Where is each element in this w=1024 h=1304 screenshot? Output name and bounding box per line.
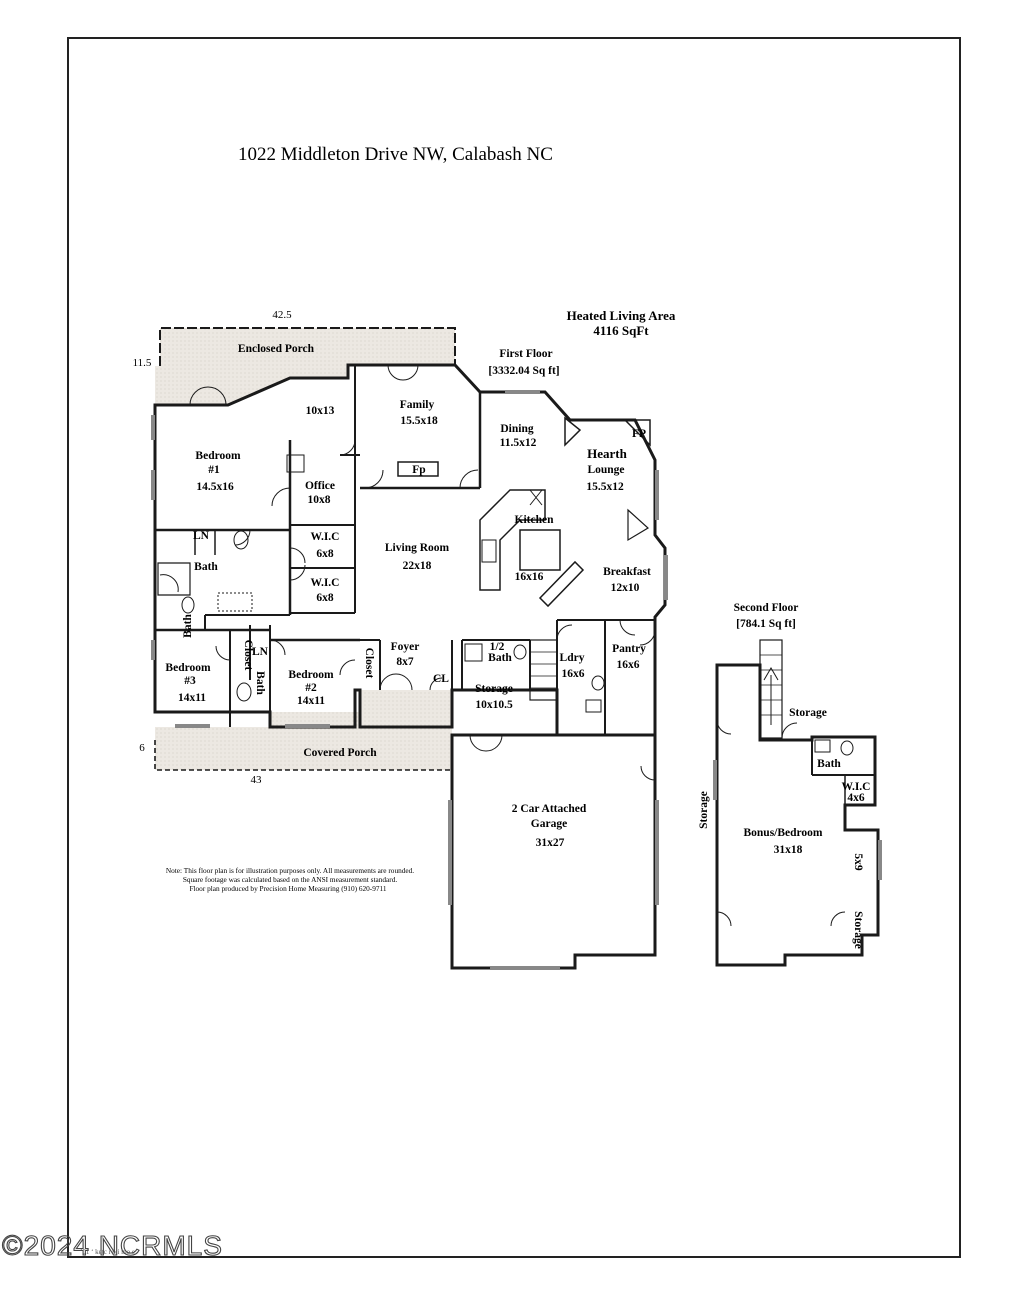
- bath-vertical-2: Bath: [254, 671, 266, 695]
- hearth-label: Hearth: [587, 446, 627, 461]
- family-label: Family: [400, 399, 435, 411]
- bedroom3-number: #3: [184, 675, 196, 687]
- svg-text:Square footage was calculated: Square footage was calculated based on t…: [183, 875, 398, 884]
- sketch-credit: ʼ01 ʻ ketc i b i mo e: [80, 1248, 135, 1256]
- wic2-label: W.I.C: [311, 577, 340, 589]
- bedroom2-size: 14x11: [297, 695, 325, 707]
- bath1-label: Bath: [194, 561, 218, 573]
- mls-watermark: ©2024 NCRMLS: [2, 1230, 223, 1261]
- covered-porch-label: Covered Porch: [303, 747, 377, 759]
- living-room-size: 22x18: [403, 560, 432, 572]
- office-label: Office: [305, 480, 335, 492]
- office-size: 10x8: [308, 494, 331, 506]
- dining-size: 11.5x12: [500, 437, 537, 449]
- breakfast-size: 12x10: [611, 582, 640, 594]
- enclosed-porch-label: Enclosed Porch: [238, 343, 315, 355]
- bedroom3-size: 14x11: [178, 692, 206, 704]
- svg-text:Note: This floor plan is for i: Note: This floor plan is for illustratio…: [166, 866, 414, 875]
- living-room-label: Living Room: [385, 542, 450, 554]
- hearth-sublabel: Lounge: [587, 464, 624, 476]
- bedroom1-size: 14.5x16: [196, 481, 234, 493]
- wic1-size: 6x8: [316, 548, 334, 560]
- bath2-label: Bath: [817, 758, 841, 770]
- wic3-size: 4x6: [847, 792, 865, 804]
- bedroom1-label: Bedroom: [195, 450, 241, 462]
- svg-text:Floor plan produced by Precisi: Floor plan produced by Precision Home Me…: [189, 884, 386, 893]
- bedroom1-number: #1: [208, 464, 220, 476]
- storage-left-label: Storage: [698, 791, 710, 829]
- bedroom2-number: #2: [305, 682, 317, 694]
- dim-left: 11.5: [133, 357, 152, 369]
- closet-cl: CL: [433, 673, 449, 685]
- half-bath-label: Bath: [488, 652, 512, 664]
- fireplace-hearth: FP: [632, 428, 646, 440]
- wic1-label: W.I.C: [311, 531, 340, 543]
- bedroom1-extra-size: 10x13: [306, 405, 335, 417]
- bonus-bedroom-size: 31x18: [774, 844, 803, 856]
- second-floor-plan: [713, 639, 882, 967]
- foyer-size: 8x7: [396, 656, 414, 668]
- storage-right-label: Storage: [852, 911, 864, 949]
- heated-area-value: 4116 SqFt: [593, 323, 649, 338]
- property-address: 1022 Middleton Drive NW, Calabash NC: [238, 144, 553, 165]
- dim-bottom: 43: [251, 774, 263, 786]
- heated-area-heading: Heated Living Area: [567, 308, 676, 323]
- laundry-label: Ldry: [560, 652, 585, 664]
- bonus-bedroom-label: Bonus/Bedroom: [743, 827, 822, 839]
- first-floor-area: [3332.04 Sq ft]: [488, 365, 559, 377]
- storage1-size: 10x10.5: [475, 699, 513, 711]
- closet-1: Closet: [242, 640, 254, 671]
- kitchen-size: 16x16: [515, 571, 544, 583]
- family-size: 15.5x18: [400, 415, 438, 427]
- page-frame: [67, 37, 961, 1258]
- linen-2: LN: [252, 646, 269, 658]
- bath-vertical-1: Bath: [182, 614, 194, 638]
- closet-2: Closet: [363, 648, 375, 679]
- storage1-label: Storage: [475, 683, 513, 695]
- linen-1: LN: [193, 530, 210, 542]
- disclaimer-note: Note: This floor plan is for illustratio…: [166, 866, 414, 893]
- bedroom3-label: Bedroom: [165, 662, 211, 674]
- bedroom2-label: Bedroom: [288, 669, 334, 681]
- garage-label-2: Garage: [531, 818, 567, 830]
- first-floor-label: First Floor: [499, 348, 552, 360]
- garage-label-1: 2 Car Attached: [512, 803, 587, 815]
- foyer-label: Foyer: [391, 641, 420, 653]
- breakfast-label: Breakfast: [603, 566, 651, 578]
- garage-size: 31x27: [536, 837, 565, 849]
- pantry-label: Pantry: [612, 643, 646, 655]
- wic2-size: 6x8: [316, 592, 334, 604]
- storage-top-label: Storage: [789, 707, 827, 719]
- fireplace-family: Fp: [412, 464, 425, 476]
- hearth-size: 15.5x12: [586, 481, 624, 493]
- first-floor-plan: [151, 327, 668, 970]
- dim-5x9: 5x9: [852, 853, 864, 871]
- dim-porch: 6: [139, 742, 145, 754]
- pantry-size: 16x6: [617, 659, 640, 671]
- half-bath-fraction: 1/2: [490, 641, 505, 653]
- room-labels: Enclosed Porch 10x13 Bedroom #1 14.5x16 …: [165, 343, 870, 949]
- kitchen-label: Kitchen: [515, 514, 555, 526]
- second-floor-label: Second Floor: [734, 602, 799, 614]
- laundry-size: 16x6: [562, 668, 585, 680]
- second-floor-area: [784.1 Sq ft]: [736, 618, 796, 630]
- dining-label: Dining: [500, 423, 533, 435]
- wic3-label: W.I.C: [842, 781, 871, 793]
- dim-top: 42.5: [272, 309, 292, 321]
